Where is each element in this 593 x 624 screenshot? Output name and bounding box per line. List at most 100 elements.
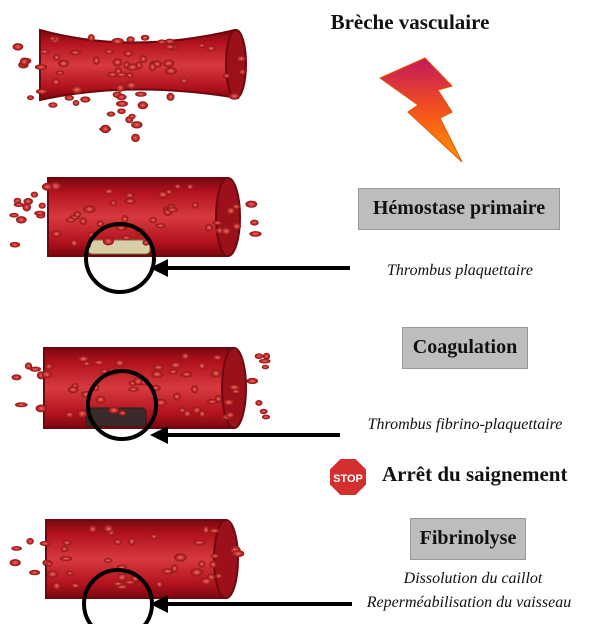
red-blood-cell (84, 206, 95, 213)
red-blood-cell (141, 35, 149, 40)
red-blood-cell (94, 360, 104, 365)
red-blood-cell (67, 571, 74, 575)
red-blood-cell (88, 34, 94, 41)
red-blood-cell (49, 37, 55, 41)
red-blood-cell (70, 240, 77, 247)
red-blood-cell (20, 58, 29, 66)
red-blood-cell (165, 68, 176, 75)
red-blood-cell (10, 213, 19, 217)
red-blood-cell (158, 40, 166, 44)
step-fibrinolysis-caption-1: Dissolution du caillot (360, 570, 586, 588)
red-blood-cell (115, 360, 124, 367)
step-coagulation-caption: Thrombus fibrino-plaquettaire (340, 416, 590, 434)
red-blood-cell (105, 50, 113, 54)
red-blood-cell (203, 526, 209, 534)
red-blood-cell (229, 385, 240, 391)
red-blood-cell (156, 581, 163, 588)
red-blood-cell (112, 38, 124, 44)
red-blood-cell (113, 59, 122, 67)
red-blood-cell (223, 74, 230, 79)
red-blood-cell (140, 56, 147, 63)
red-blood-cell (233, 223, 241, 230)
red-blood-cell (167, 93, 174, 100)
red-blood-cell (66, 218, 76, 222)
red-blood-cell (116, 101, 127, 107)
red-blood-cell (74, 211, 81, 217)
red-blood-cell (191, 386, 198, 393)
red-blood-cell (96, 396, 105, 403)
red-blood-cell (181, 372, 192, 377)
red-blood-cell (199, 561, 205, 567)
red-blood-cell (207, 399, 217, 404)
red-blood-cell (135, 92, 146, 97)
red-blood-cell (116, 84, 124, 92)
red-blood-cell (173, 393, 180, 400)
diagram-title: Brèche vasculaire (300, 10, 520, 35)
red-blood-cell (103, 238, 114, 246)
red-blood-cell (81, 97, 91, 103)
red-blood-cell (52, 231, 61, 237)
red-blood-cell (255, 354, 263, 359)
red-blood-cell (246, 201, 257, 208)
red-blood-cell (167, 208, 178, 212)
red-blood-cell (170, 362, 181, 368)
red-blood-cell (152, 371, 163, 378)
red-blood-cell (16, 216, 26, 223)
red-blood-cell (259, 359, 270, 363)
red-blood-cell (53, 582, 60, 590)
red-blood-cell (149, 63, 156, 71)
step-coagulation-label: Coagulation (402, 327, 528, 369)
red-blood-cell (49, 103, 58, 108)
red-blood-cell (27, 96, 33, 100)
red-blood-cell (175, 184, 181, 189)
red-blood-cell (61, 546, 68, 551)
red-blood-cell (35, 65, 47, 70)
red-blood-cell (175, 554, 187, 562)
red-blood-cell (52, 79, 59, 86)
red-blood-cell (13, 43, 23, 50)
red-blood-cell (131, 134, 139, 142)
bleeding-stopped-text: Arrêt du saignement (382, 462, 567, 487)
red-blood-cell (30, 367, 41, 372)
red-blood-cell (199, 362, 206, 369)
red-blood-cell (116, 226, 127, 230)
red-blood-cell (118, 109, 126, 114)
red-blood-cell (184, 410, 191, 417)
red-blood-cell (125, 199, 136, 204)
red-blood-cell (31, 192, 38, 197)
red-blood-cell (191, 569, 203, 577)
red-blood-cell (260, 409, 267, 414)
red-blood-cell (165, 39, 174, 44)
red-blood-cell (42, 183, 52, 190)
red-blood-cell (262, 365, 269, 369)
red-blood-cell (263, 353, 270, 360)
red-blood-cell (122, 236, 131, 240)
red-blood-cell (221, 227, 230, 235)
step-fibrinolysis-label: Fibrinolyse (410, 518, 526, 560)
red-blood-cell (199, 410, 205, 417)
red-blood-cell (68, 387, 78, 393)
stop-sign-icon: STOP (329, 458, 367, 496)
red-blood-cell (10, 559, 21, 566)
red-blood-cell (101, 125, 111, 133)
red-blood-cell (109, 407, 119, 414)
red-blood-cell (211, 370, 221, 378)
red-blood-cell (127, 37, 135, 43)
red-blood-cell (46, 562, 53, 566)
red-blood-cell (14, 198, 21, 203)
red-blood-cell (97, 221, 104, 227)
red-blood-cell (127, 64, 138, 71)
red-blood-cell (124, 51, 132, 57)
red-blood-cell (131, 121, 142, 128)
red-blood-cell (40, 50, 49, 54)
red-blood-cell (165, 45, 175, 50)
red-blood-cell (129, 387, 139, 391)
red-blood-cell (205, 224, 212, 231)
red-blood-cell (250, 220, 258, 225)
red-blood-cell (129, 114, 136, 119)
red-blood-cell (209, 528, 219, 533)
red-blood-cell (107, 112, 115, 117)
step-primary-hemostasis-caption: Thrombus plaquettaire (355, 262, 565, 280)
red-blood-cell (29, 570, 39, 575)
red-blood-cell (213, 221, 222, 225)
